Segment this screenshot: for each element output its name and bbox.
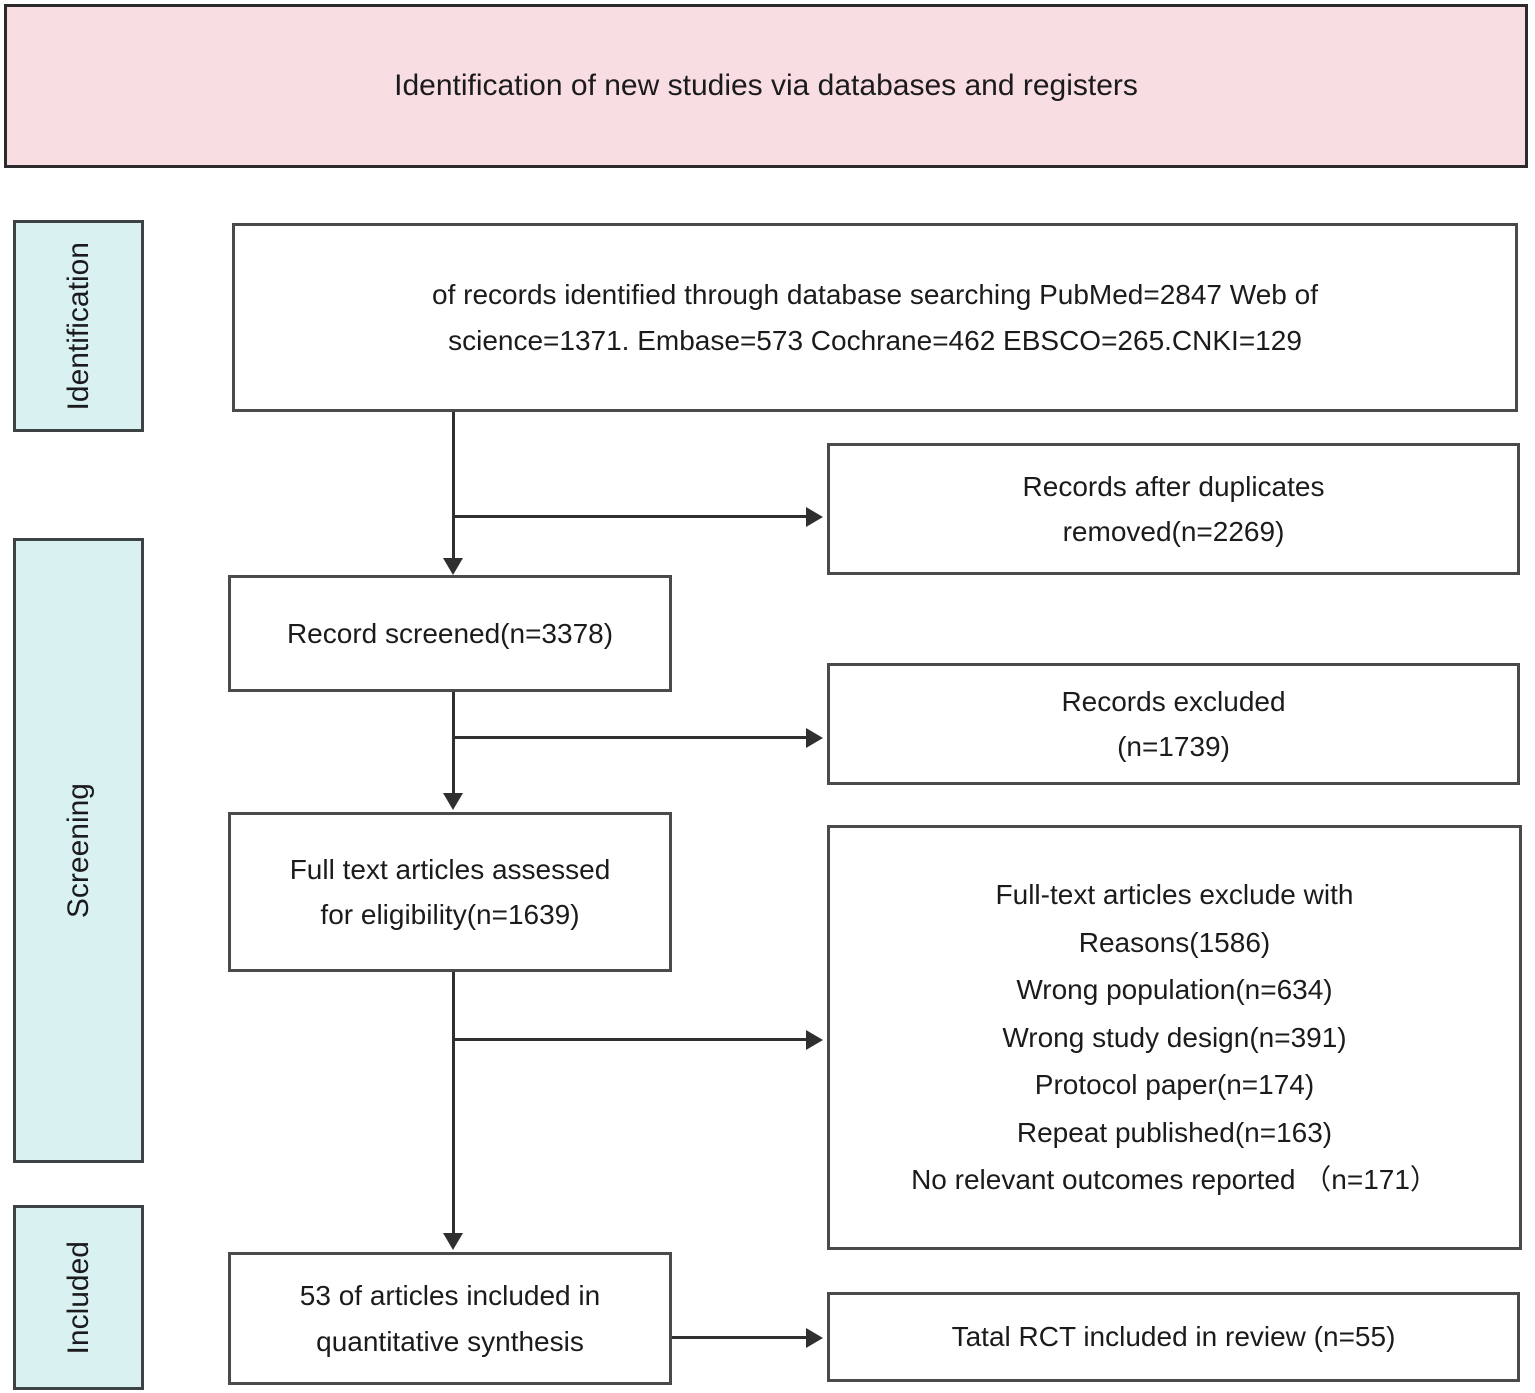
box-total-rct: Tatal RCT included in review (n=55) xyxy=(827,1292,1520,1382)
stage-label-included: Included xyxy=(13,1205,144,1390)
stage-identification-text: Identification xyxy=(61,241,95,411)
connector-identified-to-screened-line xyxy=(452,412,455,560)
arrow-right-to-reasons-icon xyxy=(806,1030,823,1050)
connector-screened-to-fulltext-line xyxy=(452,692,455,795)
connector-to-duplicates-line xyxy=(452,515,808,518)
box-records-excluded: Records excluded (n=1739) xyxy=(827,663,1520,785)
box-records-screened: Record screened(n=3378) xyxy=(228,575,672,692)
arrow-right-to-total-icon xyxy=(806,1328,823,1348)
diagram-title: Identification of new studies via databa… xyxy=(394,69,1138,102)
stage-label-identification: Identification xyxy=(13,220,144,432)
box-duplicates-removed: Records after duplicates removed(n=2269) xyxy=(827,443,1520,575)
arrow-right-to-duplicates-icon xyxy=(806,507,823,527)
arrow-down-to-screened-icon xyxy=(443,558,463,575)
connector-to-excluded-line xyxy=(452,736,808,739)
connector-fulltext-to-included-line xyxy=(452,972,455,1235)
box-fulltext-assessed: Full text articles assessed for eligibil… xyxy=(228,812,672,972)
box-records-identified: of records identified through database s… xyxy=(232,223,1518,412)
stage-label-screening: Screening xyxy=(13,538,144,1163)
title-banner: Identification of new studies via databa… xyxy=(4,4,1528,168)
stage-included-text: Included xyxy=(61,1240,95,1355)
arrow-down-to-fulltext-icon xyxy=(443,793,463,810)
connector-to-reasons-line xyxy=(452,1038,808,1041)
connector-included-to-total-line xyxy=(672,1336,808,1339)
arrow-down-to-included-icon xyxy=(443,1233,463,1250)
stage-screening-text: Screening xyxy=(61,782,95,919)
box-fulltext-excluded-reasons: Full-text articles exclude with Reasons(… xyxy=(827,825,1522,1250)
arrow-right-to-excluded-icon xyxy=(806,728,823,748)
box-included-quantitative: 53 of articles included in quantitative … xyxy=(228,1252,672,1385)
